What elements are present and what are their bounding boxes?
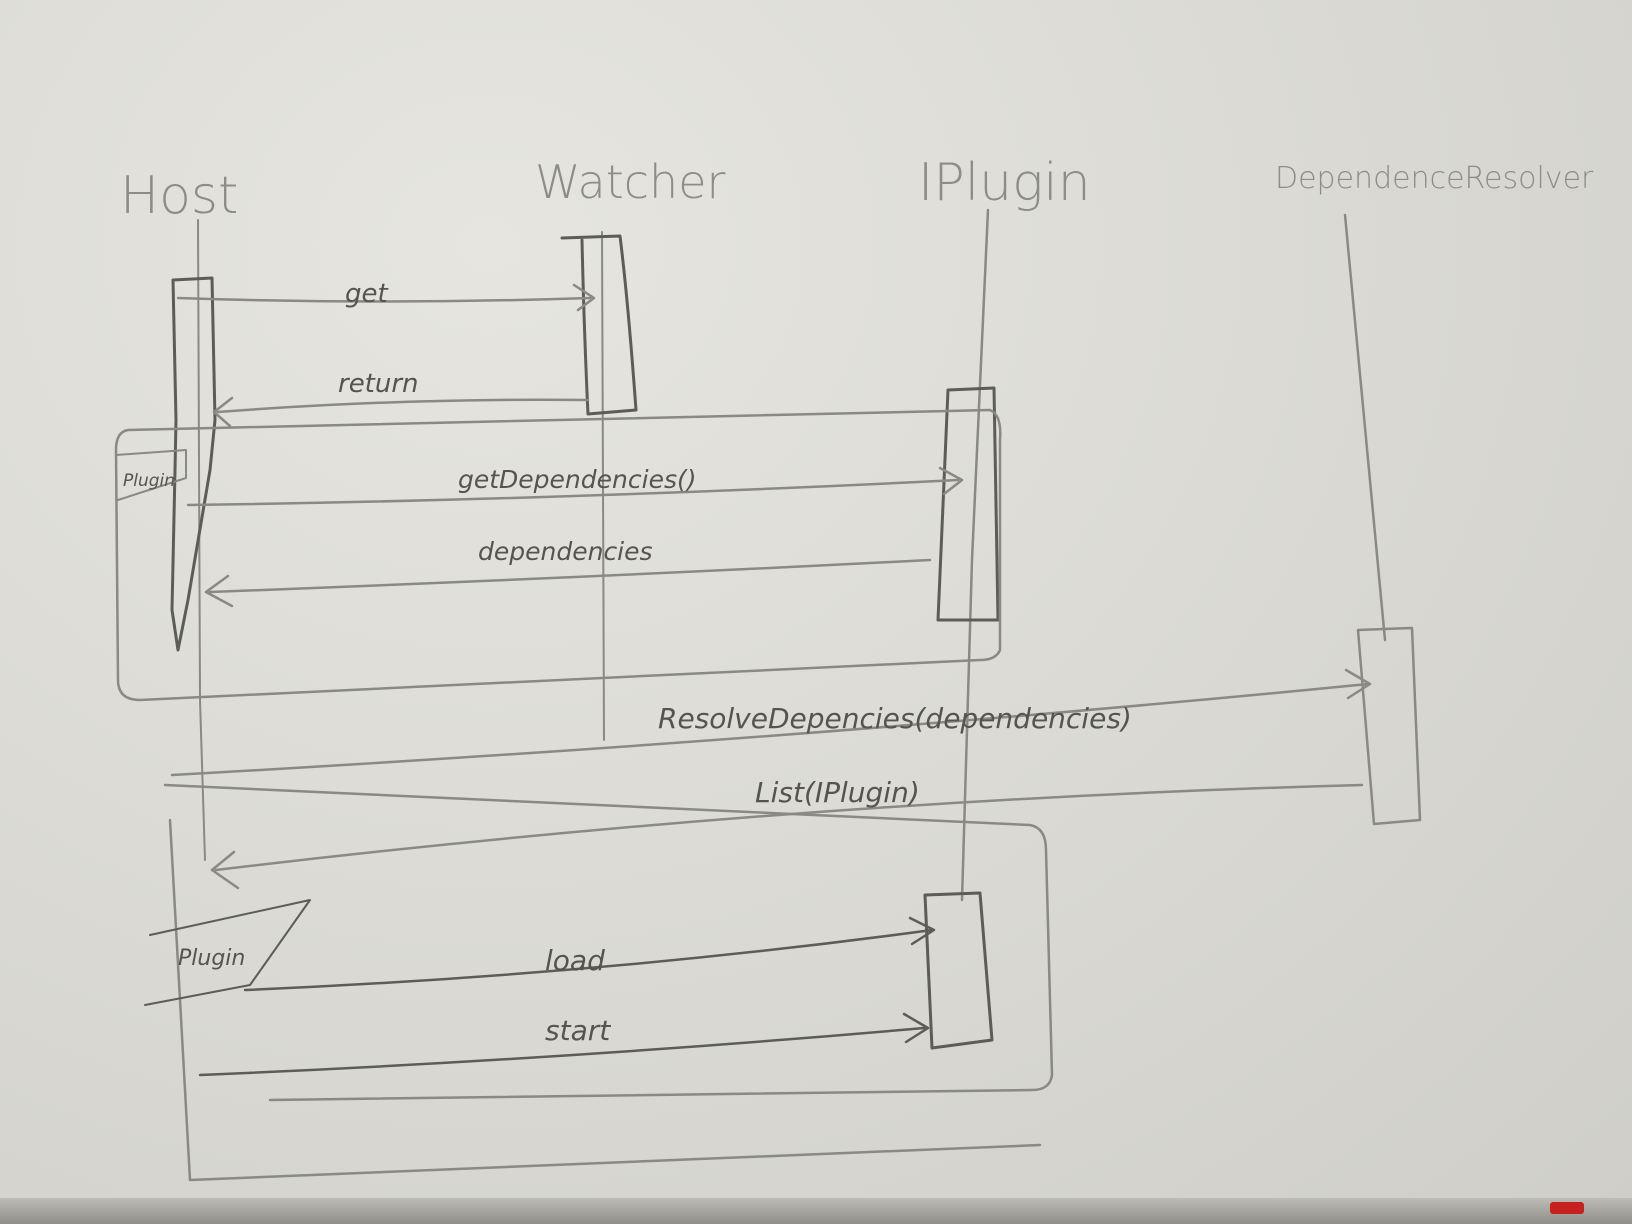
lifeline-watcher (601, 231, 605, 741)
lifeline-iplugin (960, 208, 990, 902)
activation-resolver (1356, 626, 1422, 826)
activation-host (170, 276, 217, 652)
arrow-return (212, 396, 590, 428)
arrow-list (210, 783, 1364, 890)
message-get: get (345, 279, 389, 309)
arrow-load (243, 916, 936, 992)
participant-iplugin: IPlugin (918, 153, 1091, 213)
message-return: return (338, 369, 419, 399)
red-marker-icon (1550, 1202, 1584, 1214)
activation-iplugin (936, 386, 1000, 622)
message-get-dependencies: getDependencies() (458, 465, 696, 494)
arrow-get (176, 283, 596, 312)
arrow-dependencies (204, 558, 932, 608)
marker-tray (0, 1198, 1632, 1224)
lifeline-host (197, 219, 206, 861)
arrow-start (198, 1012, 930, 1077)
frame-1-label: Plugin (123, 471, 175, 491)
frame-2-label: Plugin (178, 946, 245, 971)
lifeline-resolver (1343, 213, 1387, 642)
loop-frame-1 (114, 408, 1002, 702)
frame-2-label-box (144, 899, 311, 1006)
arrow-get-dependencies (186, 466, 964, 507)
activation-iplugin-2 (923, 891, 994, 1050)
arrow-resolve (170, 668, 1372, 777)
activation-watcher (560, 234, 638, 416)
frame-1-label-box (115, 449, 187, 501)
participant-resolver: DependenceResolver (1275, 161, 1594, 196)
message-start: start (545, 1014, 611, 1047)
participant-watcher: Watcher (535, 155, 726, 209)
message-load: load (545, 944, 605, 977)
message-resolve: ResolveDepencies(dependencies) (658, 702, 1132, 735)
message-dependencies: dependencies (478, 537, 653, 566)
loop-frame-2 (163, 783, 1054, 1182)
message-list: List(IPlugin) (755, 776, 920, 809)
participant-host: Host (120, 166, 238, 226)
